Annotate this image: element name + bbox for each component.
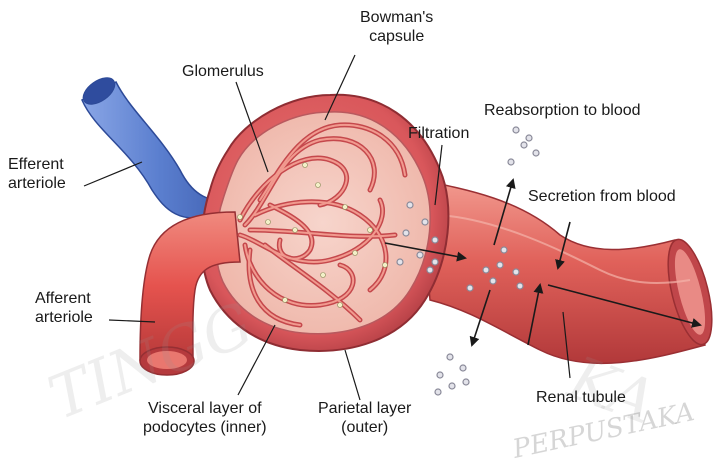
- parietal-leader: [345, 350, 360, 400]
- parietal-layer-label: Parietal layer (outer): [318, 399, 411, 437]
- bowmans-capsule-label: Bowman's capsule: [360, 8, 433, 46]
- visceral-layer-label: Visceral layer of podocytes (inner): [143, 399, 267, 437]
- renal-tubule-label: Renal tubule: [536, 388, 626, 407]
- efferent-leader: [84, 162, 142, 186]
- afferent-arteriole-label: Afferent arteriole: [35, 289, 93, 327]
- secretion-label: Secretion from blood: [528, 187, 676, 206]
- reabsorption-label: Reabsorption to blood: [484, 101, 641, 120]
- efferent-arteriole-label: Efferent arteriole: [8, 155, 66, 193]
- renal-tubule-shape: [420, 180, 717, 363]
- glomerulus-label: Glomerulus: [182, 62, 264, 81]
- filtration-label: Filtration: [408, 124, 469, 143]
